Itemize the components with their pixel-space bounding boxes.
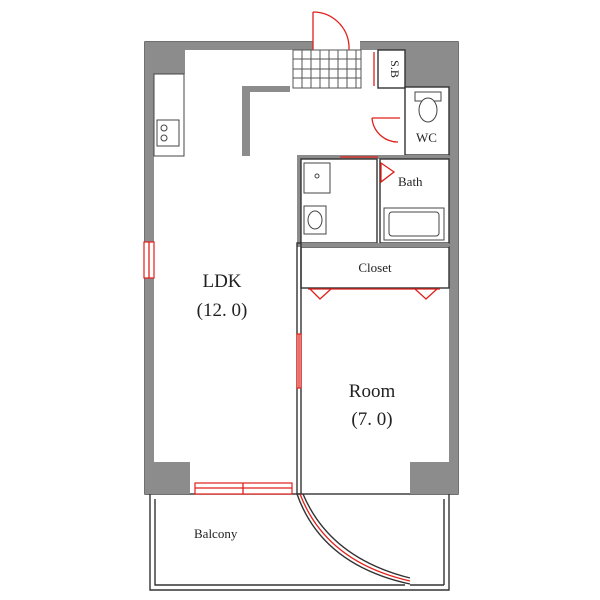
ldk-room-partition bbox=[296, 242, 302, 495]
ldk-size: (12. 0) bbox=[197, 300, 248, 321]
room-label: Room bbox=[349, 381, 396, 402]
wc-room: WC bbox=[371, 86, 450, 156]
room-curved-window bbox=[296, 493, 411, 585]
ldk-side-window bbox=[143, 241, 155, 279]
genkan-tiles bbox=[292, 49, 362, 89]
balcony-label: Balcony bbox=[194, 526, 238, 541]
entrance-partition bbox=[242, 86, 290, 156]
sb-label: S.B bbox=[388, 60, 402, 78]
wc-label: WC bbox=[416, 130, 437, 145]
kitchen-counter bbox=[153, 73, 185, 157]
ldk-label: LDK bbox=[202, 271, 241, 292]
closet: Closet bbox=[297, 243, 450, 300]
ldk-balcony-window bbox=[194, 482, 293, 495]
balcony: Balcony bbox=[149, 494, 450, 591]
closet-label: Closet bbox=[358, 260, 392, 275]
bath-label: Bath bbox=[398, 174, 423, 189]
room-size: (7. 0) bbox=[351, 409, 392, 430]
entrance-door bbox=[312, 11, 360, 52]
shoe-box: S.B bbox=[373, 49, 406, 89]
wet-area: Bath bbox=[297, 155, 450, 244]
